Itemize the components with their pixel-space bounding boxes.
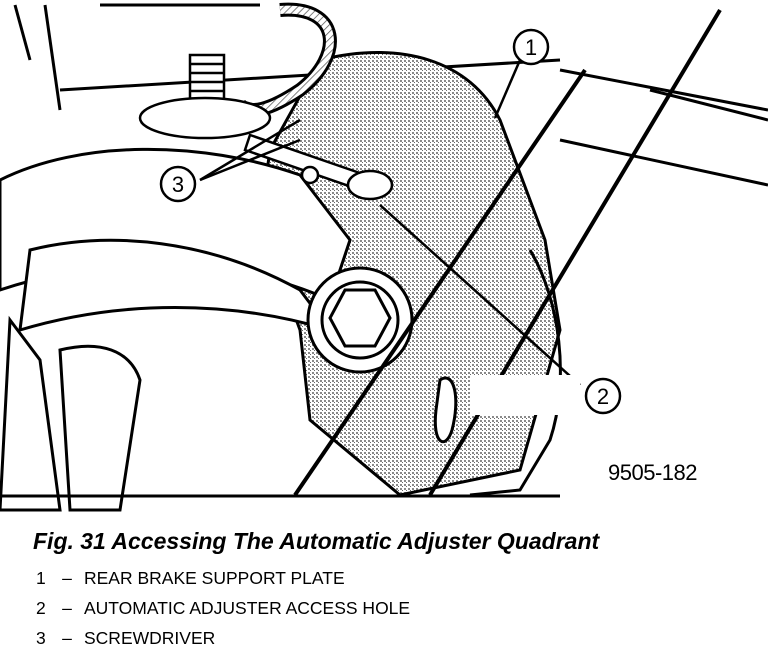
leader-lines (199, 59, 581, 386)
legend-list: 1–REAR BRAKE SUPPORT PLATE 2–AUTOMATIC A… (36, 566, 410, 656)
legend-label: REAR BRAKE SUPPORT PLATE (84, 568, 345, 588)
control-arm (0, 147, 352, 512)
figure-caption: Fig. 31 Accessing The Automatic Adjuster… (33, 528, 600, 554)
legend-item: 3–SCREWDRIVER (36, 626, 410, 656)
legend-number: 3 (36, 628, 46, 648)
screwdriver (243, 133, 394, 201)
threaded-stud (138, 53, 272, 140)
legend-item: 2–AUTOMATIC ADJUSTER ACCESS HOLE (36, 596, 410, 626)
callout-3: 3 (159, 165, 197, 203)
callout-2: 2 (584, 377, 622, 415)
bushing-bolt (306, 266, 414, 374)
legend-label: AUTOMATIC ADJUSTER ACCESS HOLE (84, 598, 411, 618)
svg-text:1: 1 (525, 35, 537, 60)
legend-item: 1–REAR BRAKE SUPPORT PLATE (36, 566, 410, 596)
legend-dash: – (62, 628, 72, 648)
brake-illustration: 1 2 3 (0, 2, 768, 512)
callout-1: 1 (512, 28, 550, 66)
legend-label: SCREWDRIVER (84, 628, 216, 648)
legend-number: 2 (36, 598, 46, 618)
legend-number: 1 (36, 568, 46, 588)
svg-text:2: 2 (597, 384, 609, 409)
access-slot (433, 376, 458, 443)
figure-code: 9505-182 (608, 460, 697, 485)
label-mask (470, 375, 580, 415)
legend-dash: – (62, 598, 72, 618)
legend-dash: – (62, 568, 72, 588)
svg-text:3: 3 (172, 172, 184, 197)
